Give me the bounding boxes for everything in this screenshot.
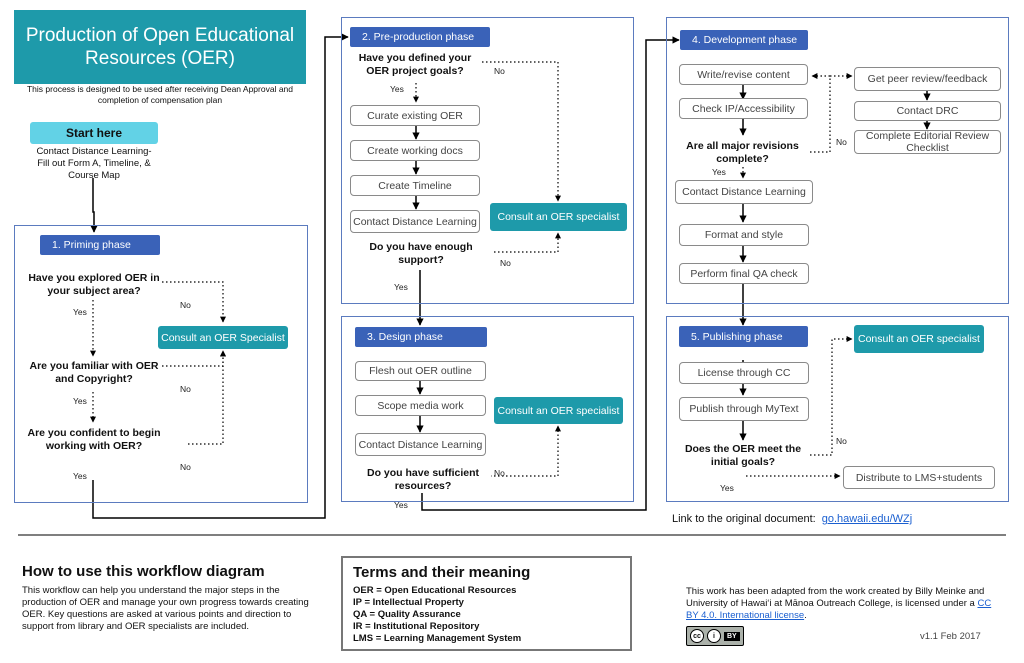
step-scope-media: Scope media work bbox=[355, 395, 486, 416]
license-link[interactable]: CC BY 4.0. International license bbox=[686, 598, 992, 621]
no-label: No bbox=[180, 300, 191, 310]
question-confident-begin: Are you confident to begin working with … bbox=[26, 427, 162, 453]
design-phase-panel bbox=[341, 316, 634, 502]
page-subtitle: This process is designed to be used afte… bbox=[26, 84, 294, 105]
question-explored-oer: Have you explored OER in your subject ar… bbox=[26, 272, 162, 298]
no-label: No bbox=[494, 468, 505, 478]
step-create-working-docs: Create working docs bbox=[350, 140, 480, 161]
step-distribute-lms: Distribute to LMS+students bbox=[843, 466, 995, 489]
yes-label: Yes bbox=[394, 500, 408, 510]
term-item: IP = Intellectual Property bbox=[353, 597, 464, 608]
credit-text: This work has been adapted from the work… bbox=[686, 586, 992, 621]
no-label: No bbox=[180, 462, 191, 472]
how-to-use-title: How to use this workflow diagram bbox=[22, 563, 265, 580]
page-title: Production of Open Educational Resources… bbox=[14, 10, 306, 84]
attribution-icon: i bbox=[707, 629, 721, 643]
step-contact-drc: Contact DRC bbox=[854, 101, 1001, 121]
question-sufficient-resources: Do you have sufficient resources? bbox=[355, 467, 491, 493]
step-contact-distance-learning-3: Contact Distance Learning bbox=[355, 433, 486, 456]
consult-oer-specialist-3: Consult an OER specialist bbox=[494, 397, 623, 424]
link-label: Link to the original document: bbox=[672, 513, 816, 525]
original-document-link[interactable]: go.hawaii.edu/WZj bbox=[821, 513, 913, 525]
term-item: QA = Quality Assurance bbox=[353, 609, 461, 620]
no-label: No bbox=[500, 258, 511, 268]
credit-body: This work has been adapted from the work… bbox=[686, 586, 985, 609]
start-description: Contact Distance Learning- Fill out Form… bbox=[36, 146, 152, 181]
step-curate-oer: Curate existing OER bbox=[350, 105, 480, 126]
no-label: No bbox=[836, 436, 847, 446]
step-contact-distance-learning-4: Contact Distance Learning bbox=[675, 180, 813, 204]
consult-oer-specialist-1: Consult an OER Specialist bbox=[158, 326, 288, 349]
consult-oer-specialist-5: Consult an OER specialist bbox=[854, 325, 984, 353]
terms-box: Terms and their meaning OER = Open Educa… bbox=[341, 556, 632, 651]
priming-phase-title: 1. Priming phase bbox=[40, 235, 160, 255]
how-to-use-body: This workflow can help you understand th… bbox=[22, 585, 309, 632]
pre-production-phase-panel bbox=[341, 17, 634, 304]
publishing-phase-panel bbox=[666, 316, 1009, 502]
cc-by-badge-icon: cc i BY bbox=[686, 626, 744, 646]
design-phase-title: 3. Design phase bbox=[355, 327, 487, 347]
priming-phase-panel bbox=[14, 225, 308, 503]
version-text: v1.1 Feb 2017 bbox=[920, 631, 981, 642]
step-create-timeline: Create Timeline bbox=[350, 175, 480, 196]
yes-label: Yes bbox=[73, 307, 87, 317]
step-final-qa: Perform final QA check bbox=[679, 263, 809, 284]
start-here-box: Start here bbox=[30, 122, 158, 144]
original-document-link-line: Link to the original document: go.hawaii.… bbox=[672, 513, 912, 525]
yes-label: Yes bbox=[720, 483, 734, 493]
question-defined-goals: Have you defined your OER project goals? bbox=[350, 52, 480, 78]
step-contact-distance-learning-2: Contact Distance Learning bbox=[350, 210, 480, 233]
consult-oer-specialist-2: Consult an OER specialist bbox=[490, 203, 627, 231]
pre-production-phase-title: 2. Pre-production phase bbox=[350, 27, 490, 47]
publishing-phase-title: 5. Publishing phase bbox=[679, 326, 808, 347]
question-enough-support: Do you have enough support? bbox=[350, 241, 492, 267]
step-flesh-outline: Flesh out OER outline bbox=[355, 361, 486, 381]
yes-label: Yes bbox=[390, 84, 404, 94]
term-item: OER = Open Educational Resources bbox=[353, 585, 517, 596]
step-write-revise: Write/revise content bbox=[679, 64, 808, 85]
step-publish-mytext: Publish through MyText bbox=[679, 397, 809, 421]
term-item: IR = Institutional Repository bbox=[353, 621, 480, 632]
terms-title: Terms and their meaning bbox=[353, 564, 531, 581]
by-label: BY bbox=[724, 631, 740, 641]
yes-label: Yes bbox=[73, 396, 87, 406]
question-revisions-complete: Are all major revisions complete? bbox=[676, 140, 809, 166]
no-label: No bbox=[180, 384, 191, 394]
yes-label: Yes bbox=[394, 282, 408, 292]
development-phase-title: 4. Development phase bbox=[680, 30, 808, 50]
step-check-ip-accessibility: Check IP/Accessibility bbox=[679, 98, 808, 119]
cc-icon: cc bbox=[690, 629, 704, 643]
question-meet-goals: Does the OER meet the initial goals? bbox=[676, 443, 810, 469]
development-phase-panel bbox=[666, 17, 1009, 304]
step-editorial-checklist: Complete Editorial Review Checklist bbox=[854, 130, 1001, 154]
yes-label: Yes bbox=[73, 471, 87, 481]
term-item: LMS = Learning Management System bbox=[353, 633, 522, 644]
step-peer-review: Get peer review/feedback bbox=[854, 67, 1001, 91]
step-license-cc: License through CC bbox=[679, 362, 809, 384]
step-format-style: Format and style bbox=[679, 224, 809, 246]
no-label: No bbox=[494, 66, 505, 76]
question-familiar-copyright: Are you familiar with OER and Copyright? bbox=[26, 360, 162, 386]
no-label: No bbox=[836, 137, 847, 147]
yes-label: Yes bbox=[712, 167, 726, 177]
